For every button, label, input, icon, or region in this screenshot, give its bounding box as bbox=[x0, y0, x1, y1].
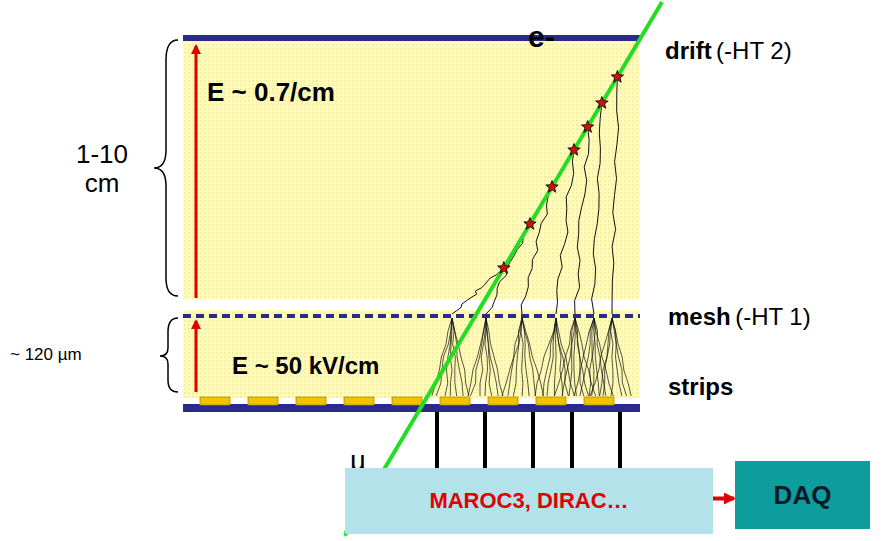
drift-region bbox=[183, 38, 640, 300]
avalanche-branch bbox=[522, 318, 536, 396]
avalanche-branch bbox=[555, 318, 557, 396]
avalanche-branch bbox=[562, 318, 575, 396]
electrode-name: mesh bbox=[668, 303, 731, 330]
dimension-label: ~ 120 µm bbox=[10, 346, 82, 365]
drift-field-arrow bbox=[195, 46, 198, 298]
strip bbox=[440, 397, 470, 405]
avalanche-branch bbox=[480, 318, 486, 396]
electrode-name: strips bbox=[668, 374, 733, 400]
voltage-label: (-HT 1) bbox=[735, 303, 811, 330]
electrode-name: drift bbox=[665, 37, 712, 64]
avalanche-branch bbox=[580, 318, 594, 396]
strip-row bbox=[200, 397, 614, 405]
strip bbox=[536, 397, 566, 405]
avalanche-branch bbox=[522, 318, 544, 396]
electron-drift bbox=[592, 103, 602, 314]
readout-wire bbox=[570, 412, 574, 468]
box-text: DAQ bbox=[774, 480, 832, 511]
strip bbox=[392, 397, 422, 405]
avalanche-branch bbox=[575, 318, 596, 396]
readout-wire bbox=[483, 412, 487, 468]
field-label: E ~ 0.7/cm bbox=[207, 78, 335, 107]
field-label: E ~ 50 kV/cm bbox=[232, 353, 379, 379]
avalanche-branch bbox=[575, 318, 589, 396]
box-text: MAROC3, DIRAC… bbox=[429, 488, 628, 514]
avalanche-branch bbox=[521, 318, 523, 396]
avalanche-branch bbox=[612, 318, 631, 396]
ionisation-star bbox=[611, 71, 623, 83]
electron-drift bbox=[612, 77, 619, 314]
avalanche-branch bbox=[486, 318, 503, 396]
avalanche-branch bbox=[600, 318, 612, 396]
avalanche-branch bbox=[468, 318, 486, 396]
avalanche-branch bbox=[554, 318, 575, 396]
particle-label: e- bbox=[528, 20, 555, 53]
avalanche-branch bbox=[612, 318, 622, 396]
strip bbox=[344, 397, 374, 405]
amplification-region bbox=[183, 310, 640, 398]
readout-wires bbox=[437, 412, 620, 468]
strip bbox=[488, 397, 518, 405]
electrode-label: drift (-HT 2) bbox=[665, 38, 792, 64]
ionisation-star bbox=[582, 121, 594, 133]
drift-electrode bbox=[183, 35, 640, 41]
avalanche-branch bbox=[452, 318, 463, 396]
mesh-line bbox=[183, 314, 640, 318]
voltage-label: (-HT 2) bbox=[716, 37, 792, 64]
avalanche-branch bbox=[547, 318, 556, 396]
electrode-label: mesh (-HT 1) bbox=[668, 304, 811, 330]
strip bbox=[296, 397, 326, 405]
avalanche-branch bbox=[470, 318, 486, 396]
ionisation-star bbox=[498, 262, 510, 274]
readout-wire bbox=[531, 412, 535, 468]
avalanche-branch bbox=[556, 318, 563, 396]
avalanche-branch bbox=[574, 318, 594, 396]
avalanche-branch bbox=[611, 318, 613, 396]
electron-paths bbox=[432, 77, 631, 396]
avalanche-branch bbox=[556, 318, 568, 396]
ionisation-star bbox=[568, 144, 580, 156]
ionisation-star bbox=[596, 97, 608, 109]
avalanche-branch bbox=[594, 318, 613, 396]
strip bbox=[200, 397, 230, 405]
avalanche-branch bbox=[535, 318, 556, 396]
avalanche-branch bbox=[508, 318, 522, 396]
dimension-label: 1-10 cm bbox=[62, 140, 142, 197]
readout-wire bbox=[435, 412, 439, 468]
avalanche-branch bbox=[486, 318, 498, 396]
readout-electronics-box: MAROC3, DIRAC… bbox=[345, 468, 713, 534]
avalanche-branch bbox=[543, 318, 556, 396]
ionisation-stars bbox=[498, 71, 624, 274]
daq-box: DAQ bbox=[735, 461, 870, 529]
electron-drift bbox=[521, 187, 552, 314]
avalanche-branch bbox=[612, 318, 627, 396]
ionisation-star bbox=[524, 218, 536, 230]
readout-wire bbox=[618, 412, 622, 468]
data-flow-arrow bbox=[713, 497, 734, 501]
electron-drift bbox=[452, 268, 504, 314]
avalanche-branch bbox=[502, 318, 522, 396]
muon-track bbox=[345, 2, 662, 535]
strip bbox=[248, 397, 278, 405]
drift-brace bbox=[154, 40, 178, 296]
ionisation-star bbox=[546, 181, 558, 193]
avalanche-branch bbox=[603, 318, 612, 396]
gap-brace bbox=[160, 318, 178, 392]
amplification-field-arrow bbox=[195, 321, 198, 392]
avalanche-branch bbox=[590, 318, 612, 396]
strip bbox=[584, 397, 614, 405]
